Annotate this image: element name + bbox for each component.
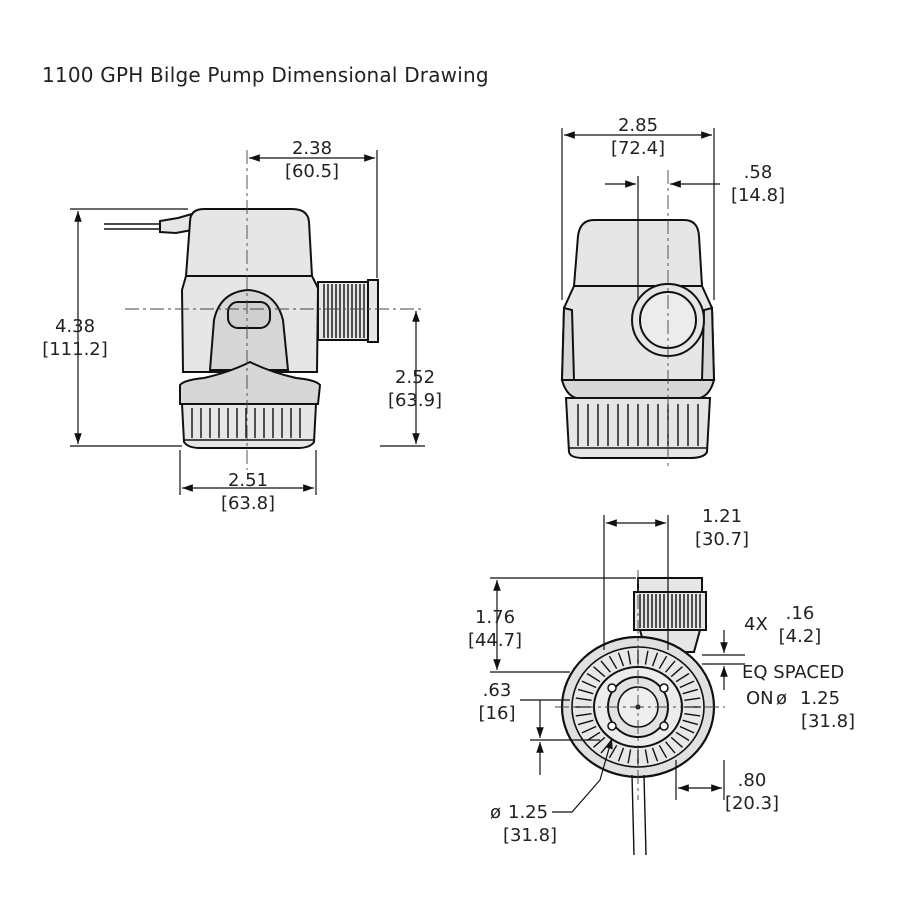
side-view-skirt-band [179,360,322,405]
dim-eq-spaced: EQ SPACED [742,662,844,683]
dim-bolt-circle-mm: [31.8] [801,711,855,732]
strainer-rib [665,741,676,754]
dim-outlet-length-mm: [44.7] [468,630,522,651]
strainer-rib [586,731,601,742]
strainer-rib [682,719,699,726]
strainer-rib [658,655,668,670]
dim-base-width-in: 2.51 [228,470,268,491]
strainer-rib [627,650,632,665]
dim-outlet-length-in: 1.76 [475,607,515,628]
dim-height-total-in: 4.38 [55,316,95,337]
strainer-rib [586,672,601,683]
side-view-window-slot [227,301,271,329]
strainer-rib [675,731,690,742]
dim-outlet-offset-mm: [30.7] [695,529,749,550]
strainer-rib [670,666,683,678]
front-view-dimensions [561,128,720,470]
strainer-rib [644,650,649,665]
dim-front-width-mm: [72.4] [611,138,665,159]
dim-inlet-diameter-symbol: ø [490,802,501,823]
bottom-view-lead-wires [631,774,647,856]
dim-outlet-height-in: 2.52 [395,367,435,388]
dim-width-top-in: 2.38 [292,138,332,159]
strainer-rib [575,697,592,701]
dim-center-offset-in: .63 [483,680,512,701]
side-view-dimensions [70,150,425,495]
strainer-rib [651,652,659,667]
strainer-rib [608,655,618,670]
bottom-view-mounting-holes [607,683,669,731]
strainer-rib [675,672,690,683]
strainer-rib [658,744,668,759]
dim-inlet-diameter-mm: [31.8] [503,825,557,846]
bottom-view [560,577,716,856]
dim-lead-offset-in: .80 [738,770,767,791]
dim-outlet-offset-in: 1.21 [702,506,742,527]
dim-front-offset-in: .58 [744,162,773,183]
side-view-outlet [317,279,379,343]
bottom-view-outlet [633,577,707,653]
side-view-strainer [180,403,318,449]
strainer-rib [593,666,606,678]
dim-front-offset-mm: [14.8] [731,185,785,206]
dim-height-total-mm: [111.2] [42,339,108,360]
strainer-rib [679,725,695,734]
dim-base-width-mm: [63.8] [221,493,275,514]
strainer-rib [617,652,625,667]
strainer-rib [581,725,597,734]
strainer-rib [665,660,676,673]
strainer-rib [682,688,699,695]
bottom-view-dimensions [490,515,745,813]
side-view-wire [104,212,198,235]
strainer-rib [593,736,606,748]
strainer-rib [608,744,618,759]
dim-bolt-circle-symbol: ø [776,688,787,709]
drawing-title: 1100 GPH Bilge Pump Dimensional Drawing [42,63,489,87]
side-view [104,208,379,449]
strainer-rib [679,680,695,689]
dim-lead-offset-mm: [20.3] [725,793,779,814]
dim-bolt-circle-in: 1.25 [800,688,840,709]
dim-hole-count: 4X [744,614,768,635]
strainer-rib [684,697,701,701]
front-view-left-tab [560,306,576,381]
strainer-rib [644,749,649,764]
strainer-rib [575,713,592,717]
strainer-rib [577,688,594,695]
dim-hole-size-mm: [4.2] [779,626,822,647]
strainer-rib [577,719,594,726]
dim-center-offset-mm: [16] [479,703,516,724]
strainer-rib [670,736,683,748]
dim-on-label: ON [746,688,774,709]
dim-inlet-diameter-in: 1.25 [508,802,548,823]
side-view-motor-cap [184,208,314,277]
strainer-rib [581,680,597,689]
strainer-rib [600,660,611,673]
strainer-rib [617,747,625,762]
dim-front-width-in: 2.85 [618,115,658,136]
dim-outlet-height-mm: [63.9] [388,390,442,411]
strainer-rib [627,749,632,764]
dim-width-top-mm: [60.5] [285,161,339,182]
strainer-rib [651,747,659,762]
dim-hole-size-in: .16 [786,603,815,624]
front-view-skirt [560,379,716,399]
strainer-rib [684,713,701,717]
